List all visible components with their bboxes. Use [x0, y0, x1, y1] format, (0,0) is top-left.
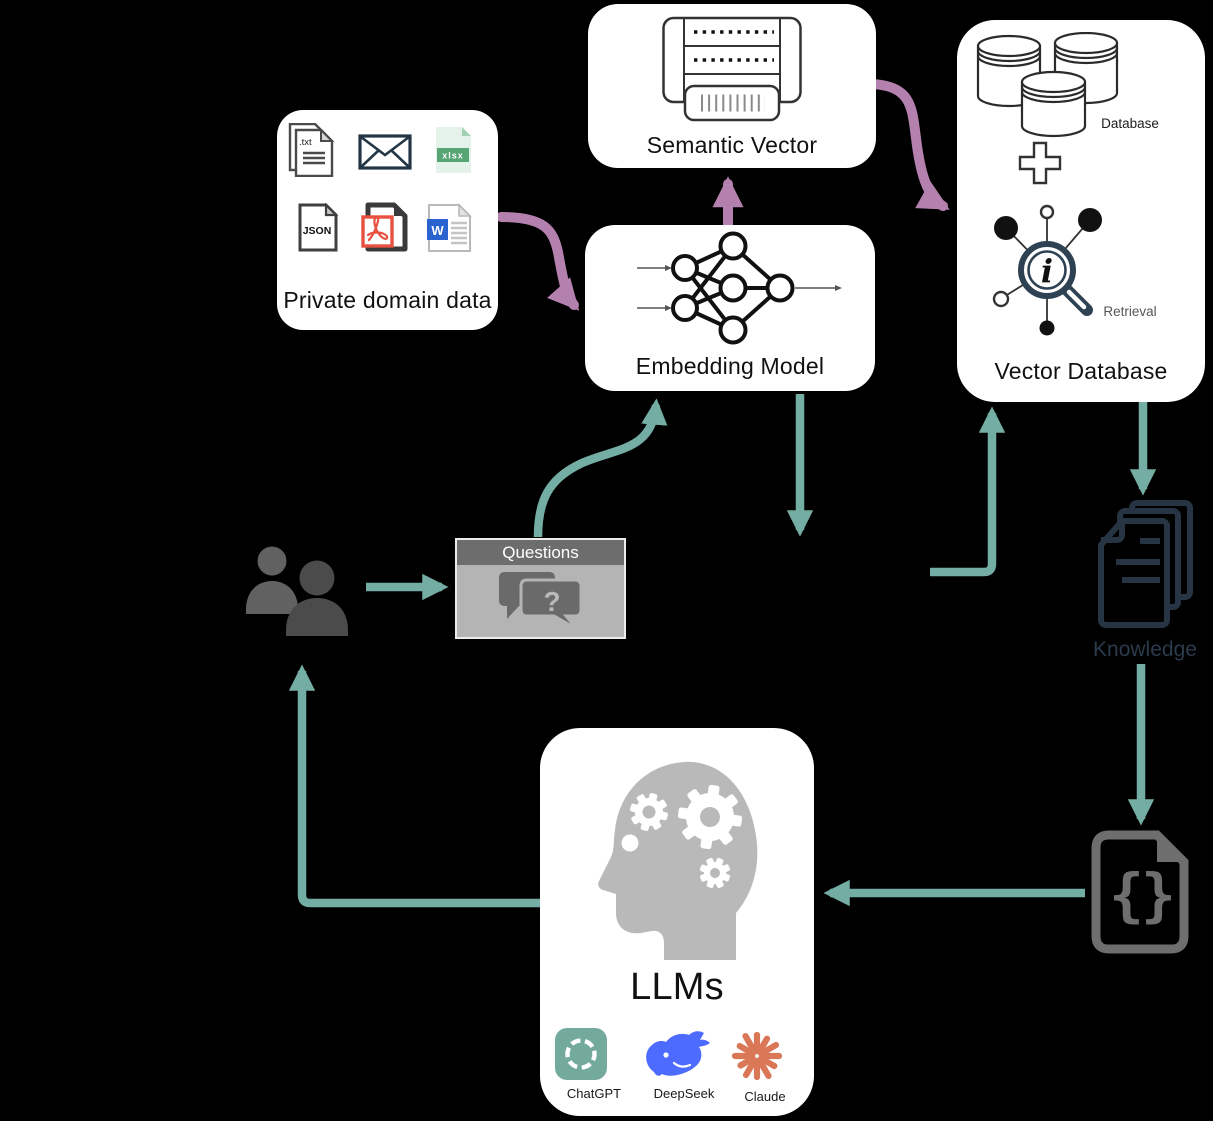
arrow-llms-to-users: [288, 664, 540, 908]
knowledge-documents-icon: [1098, 500, 1193, 628]
provider-deepseek: DeepSeek: [642, 1030, 726, 1101]
svg-text:.txt: .txt: [299, 137, 312, 148]
database-cylinders-icon: [976, 32, 1119, 138]
provider-claude: Claude: [730, 1029, 800, 1104]
svg-text:W: W: [431, 223, 444, 238]
users-icon: [246, 546, 348, 636]
word-file-icon: W: [427, 203, 472, 252]
embedding-model-box: Embedding Model: [585, 225, 875, 391]
private-domain-data-label: Private domain data: [283, 287, 492, 313]
chatgpt-logo-icon: [555, 1028, 607, 1080]
database-caption: Database: [1101, 116, 1159, 131]
svg-text:xlsx: xlsx: [442, 151, 464, 161]
text-file-icon: .txt: [288, 123, 335, 177]
provider-claude-label: Claude: [744, 1089, 786, 1104]
pdf-file-icon: [361, 202, 408, 252]
retrieval-caption: Retrieval: [1103, 304, 1157, 319]
arrow-questions-to-embedding: [533, 398, 668, 538]
vector-database-box: Database i Retrieval Vector Database: [957, 20, 1205, 402]
svg-text:{: {: [1109, 861, 1144, 929]
arrow-private-to-embedding: [496, 212, 580, 311]
svg-text:?: ?: [543, 586, 560, 617]
json-braces-file-icon: { }: [1091, 830, 1189, 954]
svg-text:}: }: [1141, 861, 1176, 929]
deepseek-logo-icon: [646, 1031, 710, 1076]
provider-deepseek-label: DeepSeek: [653, 1086, 715, 1101]
semantic-vector-label: Semantic Vector: [646, 132, 818, 158]
head-with-gears-icon: [598, 761, 758, 960]
knowledge-label: Knowledge: [1093, 638, 1197, 661]
vector-database-label: Vector Database: [994, 358, 1168, 384]
private-domain-data-box: .txt xlsx JSON W: [277, 110, 498, 330]
retrieval-magnifier-icon: i: [992, 204, 1102, 336]
plus-icon: [1018, 141, 1062, 185]
neural-network-icon: [637, 231, 842, 345]
vector-matrix-icon: [662, 16, 802, 122]
provider-chatgpt-label: ChatGPT: [566, 1086, 622, 1101]
gear-icon: [621, 784, 743, 889]
svg-text:JSON: JSON: [303, 225, 332, 237]
claude-logo-icon: [731, 1031, 783, 1081]
svg-text:i: i: [1041, 252, 1053, 290]
arrow-semantic-to-vdb: [867, 79, 950, 211]
embedding-model-label: Embedding Model: [635, 353, 825, 379]
xlsx-file-icon: xlsx: [436, 127, 471, 173]
llms-box: LLMs ChatGPT DeepSeek: [540, 728, 814, 1116]
questions-box: Questions ?: [455, 538, 626, 639]
chat-bubbles-icon: ?: [499, 572, 583, 631]
provider-chatgpt: ChatGPT: [555, 1028, 633, 1101]
semantic-vector-box: Semantic Vector: [588, 4, 876, 168]
questions-header: Questions: [457, 540, 624, 565]
email-icon: [358, 134, 412, 170]
json-file-icon: JSON: [298, 203, 338, 252]
arrow-elbow-to-vdb: [930, 406, 1006, 577]
llms-label: LLMs: [630, 966, 724, 1008]
